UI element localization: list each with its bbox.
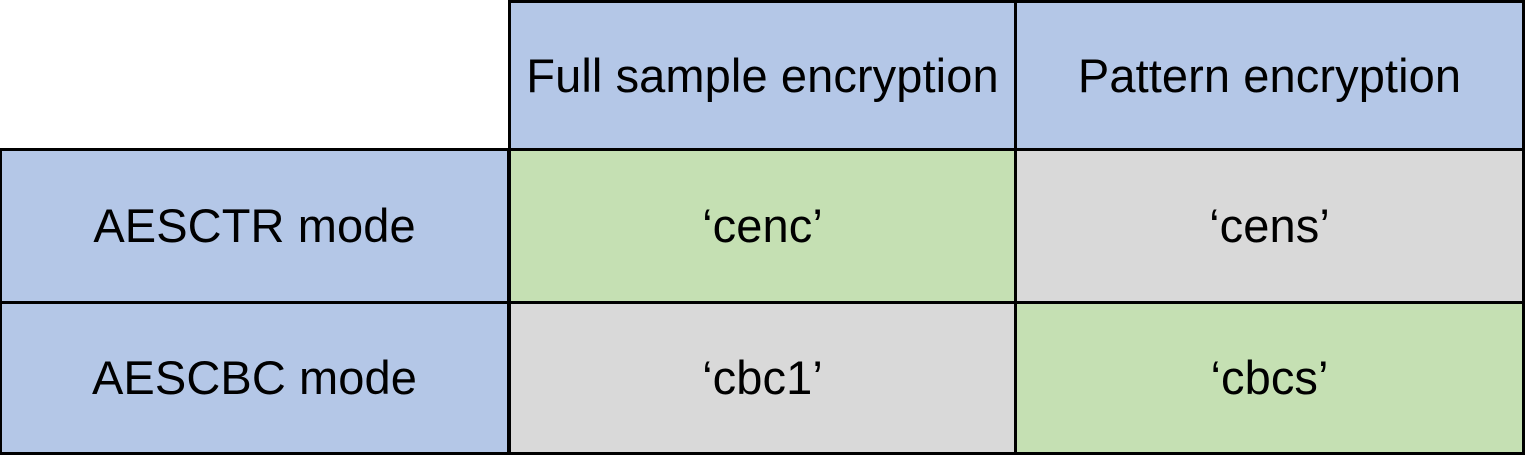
row-header-aescbc-mode: AESCBC mode: [0, 301, 510, 455]
column-header-full-sample-encryption: Full sample encryption: [508, 0, 1017, 152]
cell-aescbc-pattern: ‘cbcs’: [1014, 301, 1525, 455]
cell-aesctr-pattern: ‘cens’: [1014, 148, 1525, 304]
cell-aesctr-full-sample: ‘cenc’: [508, 148, 1017, 304]
table-corner-blank: [0, 0, 508, 148]
column-header-pattern-encryption: Pattern encryption: [1014, 0, 1525, 152]
cell-aescbc-full-sample: ‘cbc1’: [508, 301, 1017, 455]
row-header-aesctr-mode: AESCTR mode: [0, 148, 510, 304]
